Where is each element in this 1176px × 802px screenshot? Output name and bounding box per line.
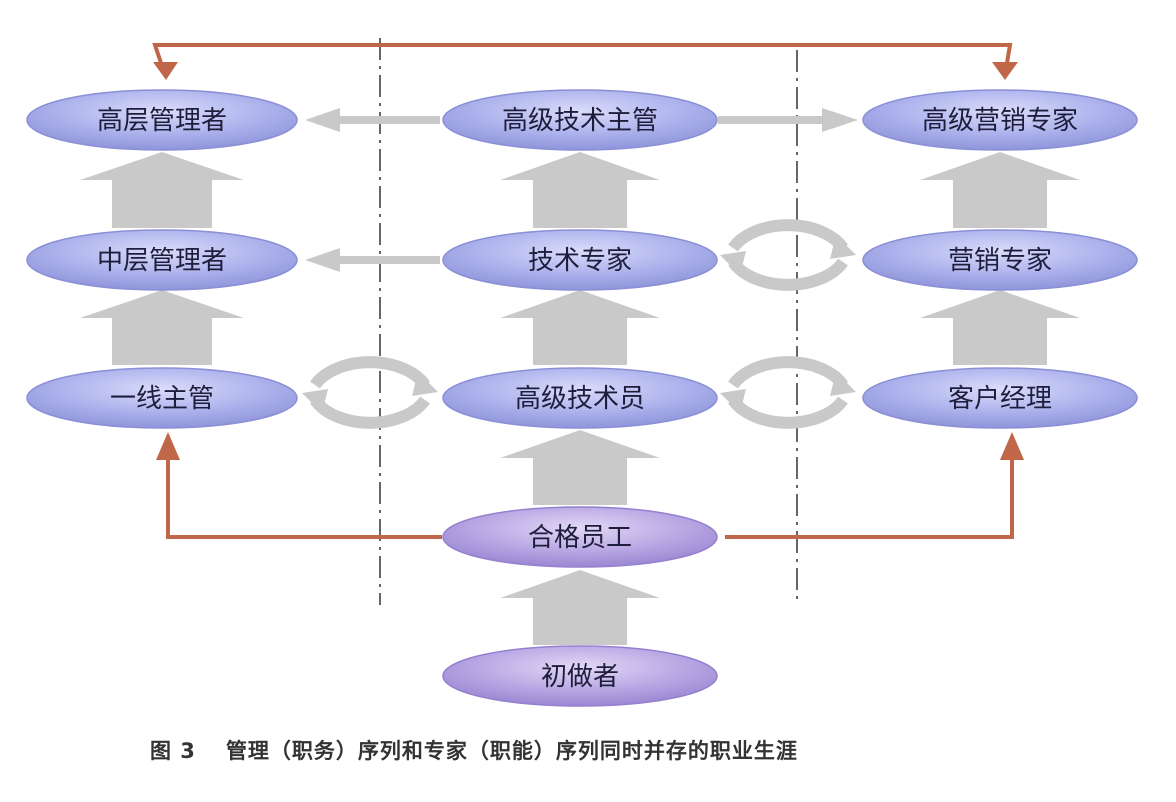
node-label: 客户经理 bbox=[948, 384, 1052, 414]
up-arrow-center-4 bbox=[500, 570, 660, 645]
cycle-arrow-left-bottom bbox=[310, 356, 430, 429]
node-label: 初做者 bbox=[541, 662, 619, 692]
node-label: 中层管理者 bbox=[97, 246, 227, 276]
transfer-arrows bbox=[305, 108, 858, 272]
node-tech-expert: 技术专家 bbox=[442, 229, 718, 291]
figure-caption: 图 3 管理（职务）序列和专家（职能）序列同时并存的职业生涯 bbox=[150, 735, 798, 765]
up-arrow-center-3 bbox=[500, 430, 660, 505]
node-qualified-employee: 合格员工 bbox=[442, 506, 718, 568]
node-label: 高级技术员 bbox=[515, 384, 645, 414]
left-arrow-top bbox=[305, 108, 440, 132]
node-senior-marketing-expert: 高级营销专家 bbox=[862, 89, 1138, 151]
cycle-arrow-right-bottom bbox=[728, 356, 848, 429]
node-label: 高级技术主管 bbox=[502, 106, 658, 136]
node-senior-manager: 高层管理者 bbox=[26, 89, 298, 151]
node-label: 营销专家 bbox=[948, 246, 1052, 276]
entry-transfer-paths bbox=[156, 432, 1024, 539]
cycle-arrowheads bbox=[302, 235, 856, 413]
promotion-arrows bbox=[80, 152, 1080, 645]
node-label: 高层管理者 bbox=[97, 106, 227, 136]
node-label: 技术专家 bbox=[528, 246, 632, 276]
right-arrow-top bbox=[718, 108, 858, 132]
node-marketing-expert: 营销专家 bbox=[862, 229, 1138, 291]
top-transfer-path bbox=[152, 43, 1018, 80]
cycle-arrows bbox=[310, 219, 848, 429]
up-arrow-right-2 bbox=[920, 290, 1080, 365]
up-arrow-right-1 bbox=[920, 152, 1080, 228]
caption-text: 管理（职务）序列和专家（职能）序列同时并存的职业生涯 bbox=[225, 739, 798, 763]
up-arrow-left-2 bbox=[80, 290, 244, 365]
node-senior-technician: 高级技术员 bbox=[442, 367, 718, 429]
node-account-manager: 客户经理 bbox=[862, 367, 1138, 429]
up-arrow-center-2 bbox=[500, 290, 660, 365]
node-beginner: 初做者 bbox=[442, 645, 718, 707]
node-frontline-supervisor: 一线主管 bbox=[26, 367, 298, 429]
node-label: 高级营销专家 bbox=[922, 106, 1078, 136]
up-arrow-left-1 bbox=[80, 152, 244, 228]
left-arrow-middle bbox=[305, 248, 440, 272]
cycle-arrow-right-middle bbox=[728, 219, 848, 291]
figure-number: 图 3 bbox=[150, 739, 196, 763]
node-label: 一线主管 bbox=[110, 384, 214, 414]
up-arrow-center-1 bbox=[500, 152, 660, 228]
node-label: 合格员工 bbox=[528, 523, 632, 553]
node-senior-tech-supervisor: 高级技术主管 bbox=[442, 89, 718, 151]
node-middle-manager: 中层管理者 bbox=[26, 229, 298, 291]
